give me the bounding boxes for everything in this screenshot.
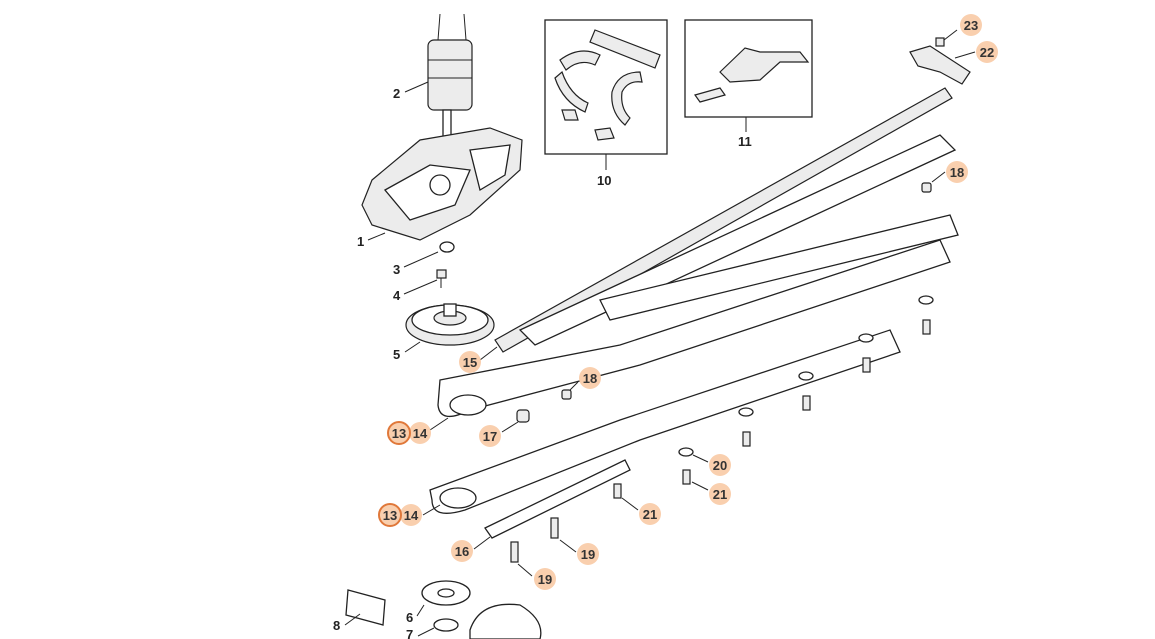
svg-text:16: 16	[455, 544, 469, 559]
kit-box-10[interactable]	[544, 19, 668, 170]
label-1[interactable]: 1	[357, 234, 364, 249]
gear-housing-part[interactable]	[361, 127, 523, 241]
washer-part-20[interactable]	[678, 447, 694, 457]
screw-part-h[interactable]	[922, 319, 931, 335]
washer-part-c[interactable]	[858, 333, 874, 343]
label-5[interactable]: 5	[393, 347, 400, 362]
guard-part[interactable]	[469, 603, 542, 639]
svg-text:19: 19	[538, 572, 552, 587]
label-17[interactable]: 17	[479, 425, 501, 447]
label-16[interactable]: 16	[451, 540, 473, 562]
label-13-upper[interactable]: 13	[387, 421, 411, 445]
svg-text:21: 21	[713, 487, 727, 502]
plate-part-8[interactable]	[345, 589, 386, 626]
svg-text:22: 22	[980, 45, 994, 60]
spacer-part-18a[interactable]	[921, 182, 932, 193]
label-21-right[interactable]: 21	[709, 483, 731, 505]
lower-blade-part-13b[interactable]	[429, 329, 901, 514]
svg-text:20: 20	[713, 458, 727, 473]
label-6[interactable]: 6	[406, 610, 413, 625]
svg-text:13: 13	[383, 508, 397, 523]
svg-text:23: 23	[964, 18, 978, 33]
gear-wheel-part[interactable]	[405, 303, 495, 346]
label-11[interactable]: 11	[738, 134, 752, 149]
label-22[interactable]: 22	[976, 41, 998, 63]
label-8[interactable]: 8	[333, 618, 340, 633]
label-21-left[interactable]: 21	[639, 503, 661, 525]
label-18-lower[interactable]: 18	[579, 367, 601, 389]
svg-text:15: 15	[463, 355, 477, 370]
svg-text:14: 14	[413, 426, 428, 441]
screw-part-19a[interactable]	[550, 517, 559, 539]
label-4[interactable]: 4	[393, 288, 401, 303]
label-23[interactable]: 23	[960, 14, 982, 36]
washer-part-a[interactable]	[738, 407, 754, 417]
screw-part-f[interactable]	[802, 395, 811, 411]
label-2[interactable]: 2	[393, 86, 400, 101]
holder-part[interactable]	[909, 45, 971, 85]
label-14-upper[interactable]: 14	[409, 422, 431, 444]
label-7[interactable]: 7	[406, 627, 413, 639]
svg-text:21: 21	[643, 507, 657, 522]
screw-part-g[interactable]	[862, 357, 871, 373]
label-13-lower[interactable]: 13	[378, 503, 402, 527]
label-15[interactable]: 15	[459, 351, 481, 373]
guide-bar-part[interactable]	[494, 87, 953, 353]
label-10[interactable]: 10	[597, 173, 611, 188]
svg-text:19: 19	[581, 547, 595, 562]
label-19-left[interactable]: 19	[534, 568, 556, 590]
washer-part-b[interactable]	[798, 371, 814, 381]
screw-part-4[interactable]	[436, 269, 447, 288]
label-18-upper[interactable]: 18	[946, 161, 968, 183]
svg-text:18: 18	[583, 371, 597, 386]
screw-part-e[interactable]	[742, 431, 751, 447]
drive-plate-part[interactable]	[484, 459, 631, 539]
lower-blade-part-13a[interactable]	[437, 239, 951, 417]
screw-part-19b[interactable]	[510, 541, 519, 563]
svg-text:18: 18	[950, 165, 964, 180]
label-19-right[interactable]: 19	[577, 543, 599, 565]
leader-lines	[344, 29, 976, 637]
spacer-part-17[interactable]	[516, 409, 530, 423]
screw-part-21b[interactable]	[613, 483, 622, 499]
circlip-part-7[interactable]	[433, 618, 459, 632]
label-20[interactable]: 20	[709, 454, 731, 476]
upper-blade-part[interactable]	[518, 134, 959, 346]
label-14-lower[interactable]: 14	[400, 504, 422, 526]
motor-part[interactable]	[427, 13, 473, 141]
screw-part-23[interactable]	[935, 37, 945, 47]
circlip-part[interactable]	[439, 241, 455, 253]
disc-part-6[interactable]	[421, 580, 471, 606]
svg-text:14: 14	[404, 508, 419, 523]
svg-text:13: 13	[392, 426, 406, 441]
screw-part-21a[interactable]	[682, 469, 691, 485]
washer-part-d[interactable]	[918, 295, 934, 305]
spacer-part-18b[interactable]	[561, 389, 572, 400]
svg-text:17: 17	[483, 429, 497, 444]
label-3[interactable]: 3	[393, 262, 400, 277]
kit-box-11[interactable]	[684, 19, 813, 132]
